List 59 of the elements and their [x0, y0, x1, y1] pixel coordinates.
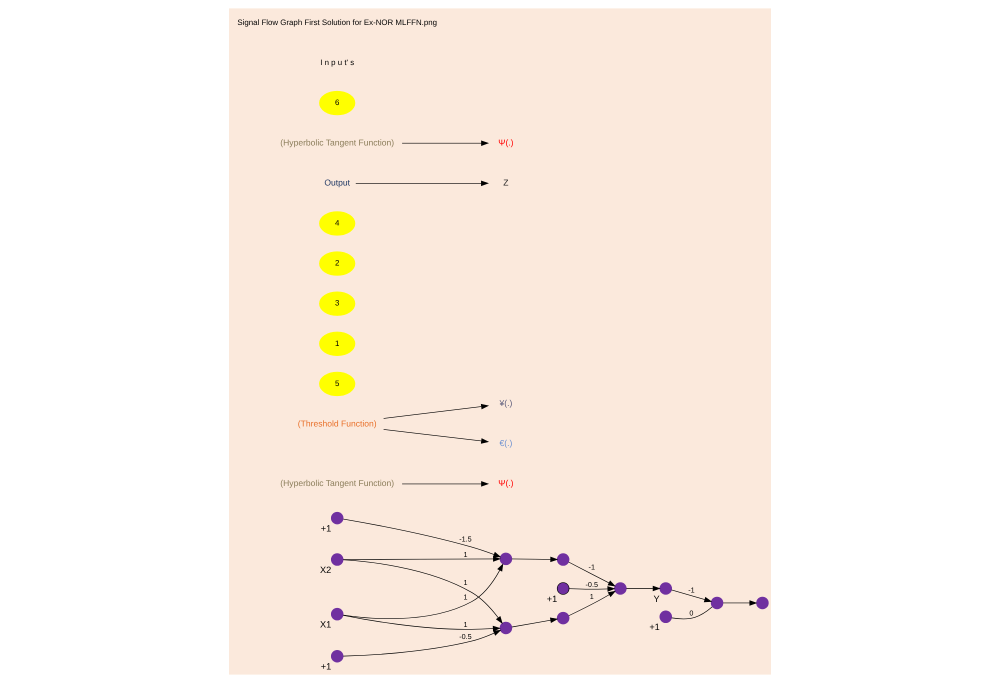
arrow	[568, 586, 616, 592]
edge-label: 1	[463, 592, 468, 602]
arrow	[342, 614, 501, 632]
node-circle	[330, 553, 344, 566]
node-label: X2	[320, 564, 332, 575]
arrow	[383, 429, 490, 444]
edge-label: 0	[689, 608, 694, 618]
node-circle	[500, 622, 512, 634]
arrow	[342, 556, 501, 562]
node-label: +1	[546, 594, 558, 604]
node-circle	[710, 596, 724, 610]
arrow	[512, 556, 558, 562]
edge-label: 1	[590, 592, 594, 601]
node-circle	[500, 552, 512, 566]
node-text: ¥(.)	[500, 398, 512, 408]
node-circle	[660, 582, 672, 595]
edge-label: 1	[463, 578, 468, 588]
arrow	[383, 404, 490, 419]
arrow	[671, 590, 712, 602]
arrow	[568, 562, 616, 586]
arrow	[512, 618, 558, 628]
node-text: (Threshold Function)	[298, 418, 377, 428]
node-text: (Hyperbolic Tangent Function)	[280, 478, 394, 488]
edge-label: 1	[463, 550, 468, 559]
node-circle	[330, 608, 344, 620]
arrow	[722, 600, 758, 606]
edge-label: -1.5	[459, 534, 472, 544]
node-circle	[614, 582, 627, 595]
node-circle	[556, 612, 570, 624]
arrow	[626, 586, 661, 592]
node-label: +1	[320, 662, 332, 672]
node-text: €(.)	[500, 438, 512, 448]
node-text: Ψ(.)	[498, 137, 514, 148]
arrow	[402, 140, 490, 146]
node-label: +1	[649, 622, 660, 632]
node-circle	[330, 650, 344, 662]
node-text: Z	[503, 178, 509, 188]
connector	[671, 606, 712, 620]
arrow	[355, 180, 489, 186]
arrow	[568, 590, 616, 616]
node-circle	[756, 596, 769, 610]
node-text: Ψ(.)	[498, 478, 514, 488]
arrow	[342, 518, 502, 558]
node-label: Y	[653, 594, 660, 604]
edge-label: -0.5	[459, 632, 472, 642]
edge-label: -1	[588, 562, 595, 572]
node-circle	[660, 610, 672, 624]
edge-label: -0.5	[586, 580, 598, 590]
edge-label: 1	[463, 620, 468, 630]
edge-label: -1	[688, 585, 695, 594]
node-circle	[330, 512, 344, 524]
node-label: +1	[320, 523, 332, 534]
arrow	[402, 481, 490, 487]
node-circle	[556, 553, 570, 566]
node-circle	[556, 582, 570, 595]
node-text: (Hyperbolic Tangent Function)	[280, 137, 394, 148]
node-text: Output	[324, 178, 350, 188]
node-label: X1	[320, 619, 332, 630]
arrow	[342, 630, 502, 656]
